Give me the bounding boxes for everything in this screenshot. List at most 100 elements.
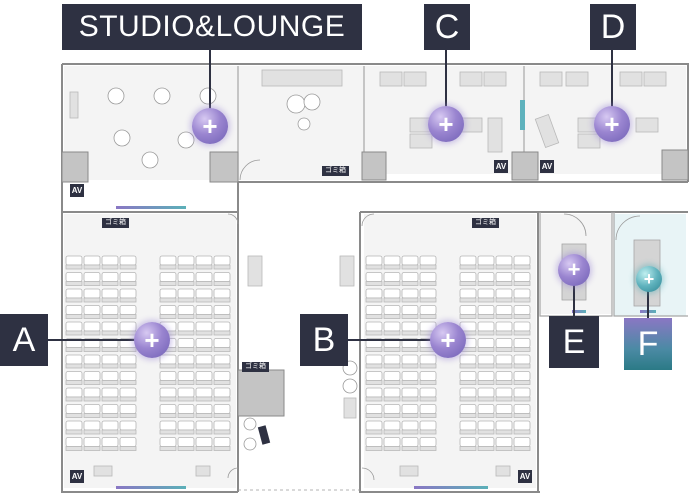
leader-line [44, 339, 140, 341]
seat [495, 420, 513, 431]
seat [401, 305, 419, 315]
seat [159, 437, 177, 447]
seat [383, 371, 401, 381]
seat [365, 255, 383, 266]
seat [177, 338, 195, 348]
seat-desk [513, 281, 531, 286]
wall-room-f [613, 212, 688, 317]
seat [513, 272, 531, 282]
screen-bar [414, 486, 488, 489]
seat [495, 255, 513, 266]
seat-desk [213, 413, 231, 418]
seat [365, 354, 383, 365]
seat-desk [513, 330, 531, 336]
seat [365, 321, 383, 332]
room-c-screen [520, 100, 525, 130]
seat [159, 371, 177, 381]
room-b-plus-icon[interactable]: + [430, 322, 466, 358]
seat-desk [513, 396, 531, 402]
room-label-a[interactable]: A [0, 314, 48, 366]
room-label-c[interactable]: C [424, 4, 470, 50]
seat [383, 305, 401, 315]
screen-bar [572, 310, 586, 313]
seat [495, 272, 513, 282]
seat-desk [65, 330, 83, 336]
room-label-studio-lounge[interactable]: STUDIO&LOUNGE [62, 4, 362, 50]
room-label-e[interactable]: E [549, 316, 599, 368]
seat [159, 255, 177, 266]
seat-desk [477, 264, 495, 270]
seat [495, 387, 513, 398]
seat-desk [65, 429, 83, 435]
studio-lounge-plus-icon[interactable]: + [192, 108, 228, 144]
trash-tag: ゴミ箱 [322, 166, 349, 176]
seat [119, 371, 137, 381]
seat [401, 420, 419, 431]
seat-desk [159, 281, 177, 286]
seat [365, 437, 383, 447]
room-d-plus-icon[interactable]: + [594, 106, 630, 142]
room-e-plus-icon[interactable]: + [558, 254, 590, 286]
seat [101, 371, 119, 381]
seat [365, 387, 383, 398]
seat-desk [195, 380, 213, 385]
seat [101, 272, 119, 282]
room-f-plus-icon[interactable]: + [636, 266, 662, 292]
seat-desk [177, 330, 195, 336]
seat-desk [477, 281, 495, 286]
seat-desk [65, 446, 83, 451]
screen-bar [116, 486, 186, 489]
seat-desk [65, 297, 83, 303]
seat-desk [383, 281, 401, 286]
seat-desk [195, 429, 213, 435]
podium [399, 465, 419, 477]
seat-desk [477, 396, 495, 402]
av-tag: AV [494, 160, 508, 173]
seat [83, 255, 101, 266]
corridor-chair [243, 417, 257, 431]
seat-desk [401, 281, 419, 286]
seat [419, 272, 437, 282]
seat [419, 354, 437, 365]
seat [477, 420, 495, 431]
seat [119, 255, 137, 266]
seat-desk [195, 413, 213, 418]
pillar [237, 369, 285, 417]
room-label-d[interactable]: D [590, 4, 636, 50]
seat [401, 272, 419, 282]
seat-desk [119, 446, 137, 451]
lounge-round-tables [107, 87, 321, 169]
room-label-f[interactable]: F [624, 318, 672, 370]
seat [477, 272, 495, 282]
seat-desk [513, 380, 531, 385]
seat [401, 387, 419, 398]
seat [195, 288, 213, 299]
seat-desk [83, 330, 101, 336]
seat [383, 420, 401, 431]
seat-desk [195, 314, 213, 319]
seat-desk [383, 314, 401, 319]
seat [419, 437, 437, 447]
seat [65, 354, 83, 365]
seat [513, 338, 531, 348]
seat-desk [119, 396, 137, 402]
seat-desk [401, 314, 419, 319]
seat-desk [419, 446, 437, 451]
seat-desk [477, 347, 495, 352]
seat [383, 255, 401, 266]
leader-line [209, 48, 211, 112]
seat-desk [383, 347, 401, 352]
seat-desk [513, 347, 531, 352]
room-label-b[interactable]: B [300, 314, 348, 366]
room-a-plus-icon[interactable]: + [134, 322, 170, 358]
seat-desk [213, 264, 231, 270]
seat-desk [101, 297, 119, 303]
seat [365, 404, 383, 414]
seat-desk [495, 347, 513, 352]
av-tag: AV [70, 184, 84, 197]
seat-desk [83, 363, 101, 369]
seat-desk [83, 380, 101, 385]
seat-desk [477, 429, 495, 435]
room-c-plus-icon[interactable]: + [428, 106, 464, 142]
